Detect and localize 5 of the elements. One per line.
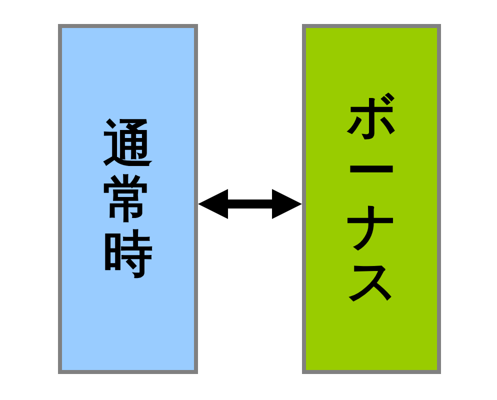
panel xyxy=(58,24,198,374)
panel-label: 通常時 xyxy=(103,116,153,282)
double-arrow xyxy=(198,189,302,219)
panel-label: ボーナス xyxy=(346,89,396,309)
panel xyxy=(302,24,441,374)
